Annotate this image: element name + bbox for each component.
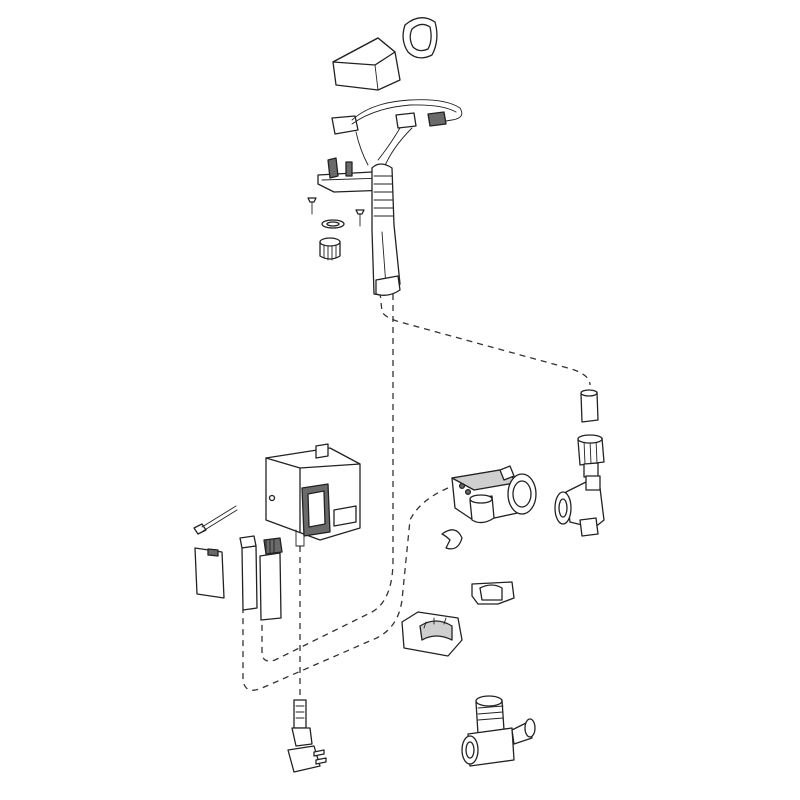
washer-icon [321, 219, 345, 229]
plug-icon [287, 699, 327, 773]
cable-tie-icon [193, 505, 238, 535]
sensor-cable-route-line [261, 294, 394, 662]
gasket-icon [402, 17, 438, 59]
spout-cover-icon [332, 37, 401, 91]
wire-harness-icon [331, 99, 463, 169]
cable-connector-icon [239, 535, 283, 621]
solenoid-valve-icon [451, 465, 537, 524]
tee-fitting-icon [461, 695, 536, 767]
nut-icon [577, 434, 605, 478]
sleeve-icon [580, 389, 599, 423]
control-box-icon [265, 443, 361, 547]
elbow-fitting-icon [554, 475, 605, 537]
battery-cover-icon [194, 547, 225, 599]
screw-icon [307, 197, 365, 227]
connection-lines [242, 291, 591, 700]
aerator-icon [319, 237, 341, 261]
hose-route-line [379, 291, 591, 386]
bracket-icon [401, 611, 463, 657]
retaining-clip [471, 581, 515, 605]
valve-clip [441, 529, 463, 550]
hose-icon [371, 163, 401, 296]
